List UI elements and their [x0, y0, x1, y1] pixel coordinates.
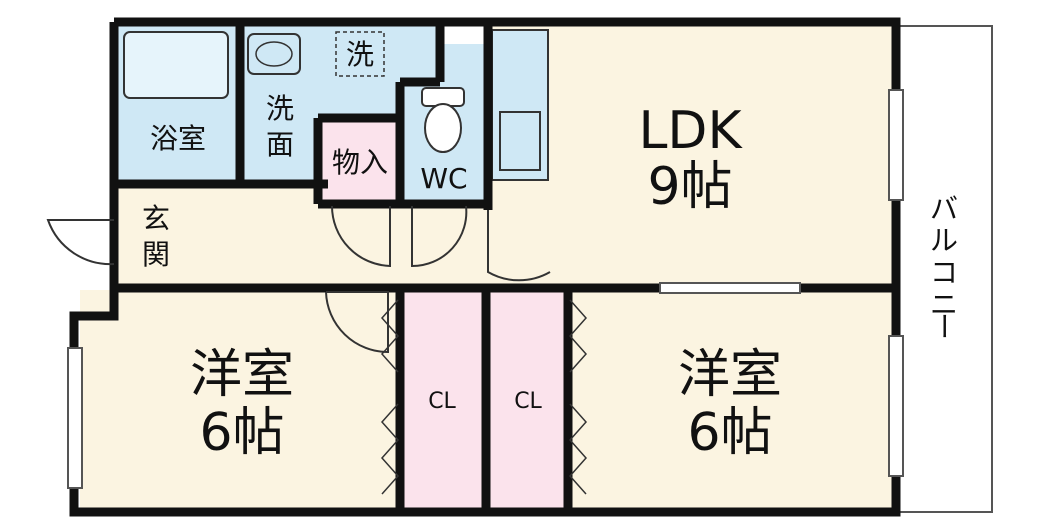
balcony-char-2: コ: [930, 256, 958, 289]
ldk-name: LDK: [638, 101, 743, 161]
balcony-char-0: バ: [930, 192, 958, 225]
doors: [46, 205, 551, 354]
western-left-size: 6帖: [199, 403, 284, 463]
washer-name: 洗: [346, 38, 374, 71]
closet-left-name: CL: [428, 389, 456, 414]
ldk-floor: [488, 26, 892, 288]
storage-floor: [322, 122, 400, 202]
balcony-char-3: ニ: [930, 288, 958, 321]
windows: [67, 89, 904, 489]
washer-space: [335, 31, 385, 77]
western-right-name: 洋室: [678, 345, 782, 405]
storage-name: 物入: [332, 146, 388, 179]
bathtub: [123, 31, 229, 99]
entrance-line2: 関: [142, 238, 170, 271]
washroom-line1: 洗: [266, 92, 294, 125]
western-right-floor: [570, 290, 892, 508]
closet-left-floor: [404, 290, 484, 508]
entrance-line1: 玄: [142, 202, 170, 235]
closet-doors: [380, 299, 588, 495]
closet-right-floor: [490, 290, 568, 508]
toilet-bowl: [424, 103, 462, 153]
balcony-char-4: ー: [927, 312, 960, 340]
basin-bowl: [255, 41, 293, 67]
bath-name: 浴室: [150, 122, 206, 155]
western-left-floor: [80, 290, 400, 508]
sink: [499, 111, 541, 171]
balcony-label: バ ル コ ニ ー: [927, 192, 960, 340]
ldk-size: 9帖: [647, 157, 732, 217]
walls: [69, 17, 901, 517]
toilet-name: WC: [420, 162, 467, 195]
balcony-area: [895, 25, 993, 513]
balcony-char-1: ル: [930, 224, 958, 257]
kitchen-counter: [491, 29, 549, 181]
washroom-line2: 面: [266, 128, 294, 161]
closet-right-name: CL: [514, 389, 542, 414]
western-left-name: 洋室: [190, 345, 294, 405]
western-right-size: 6帖: [687, 403, 772, 463]
wash-basin: [247, 33, 301, 75]
